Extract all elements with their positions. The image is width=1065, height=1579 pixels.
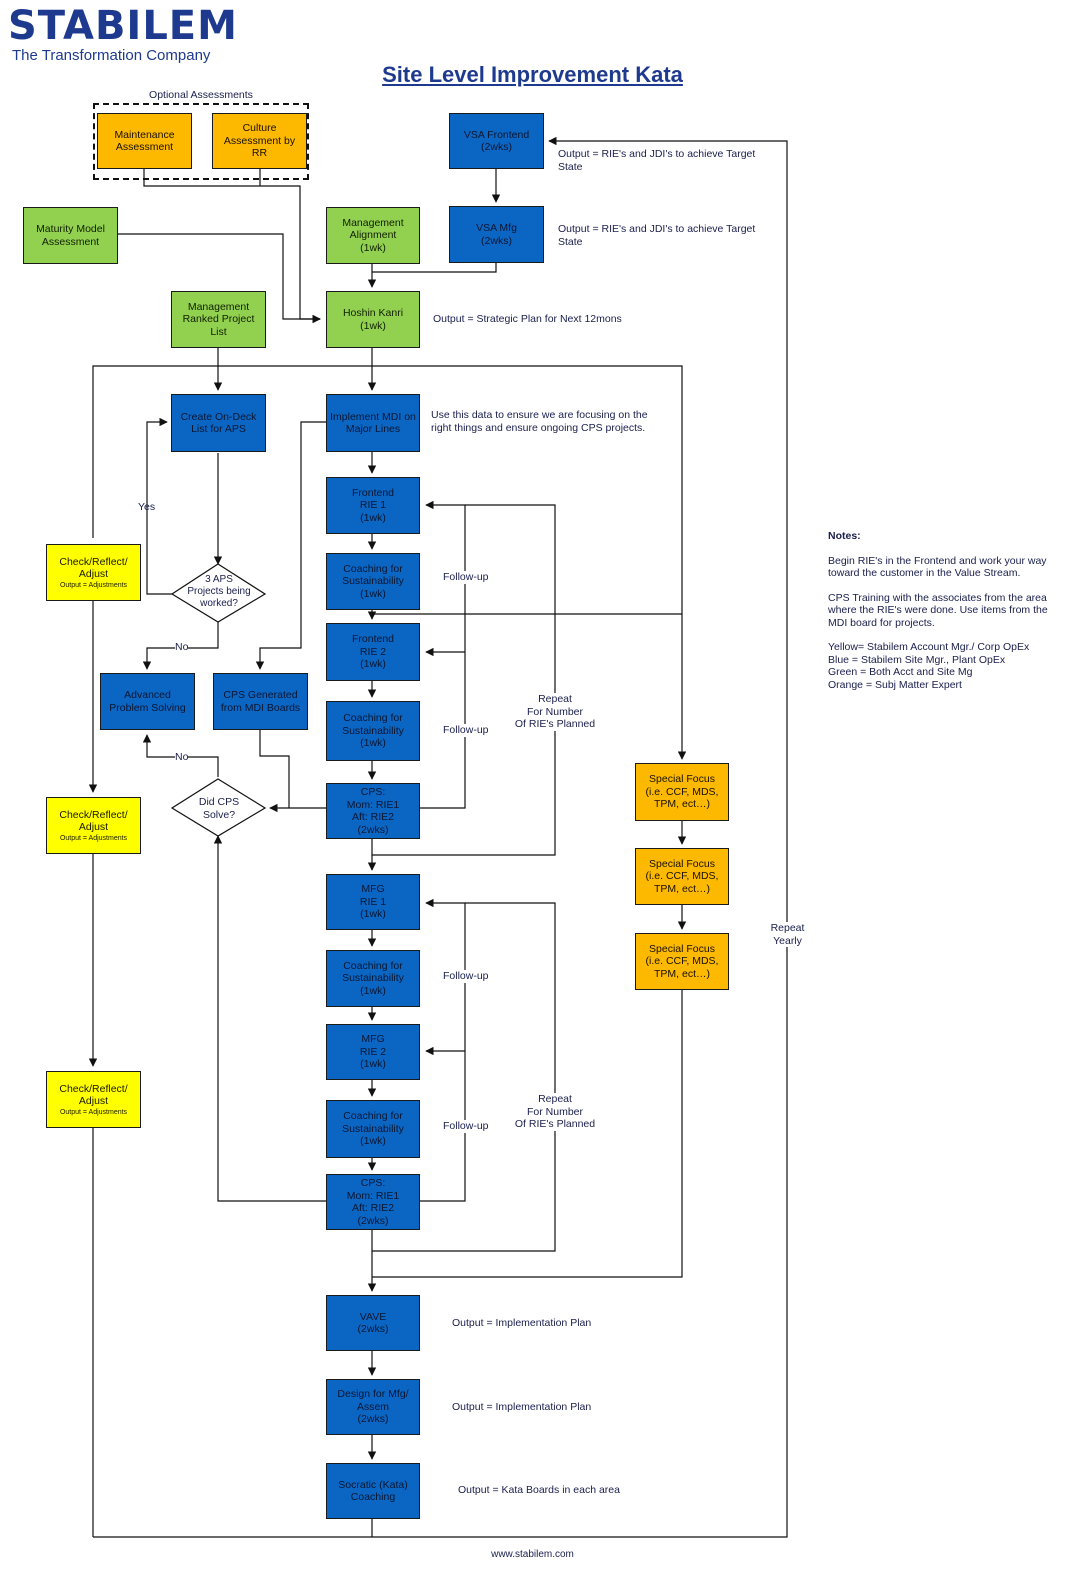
- coaching-sustainability-box-3: Coaching for Sustainability (1wk): [326, 950, 420, 1007]
- cps-generated-box: CPS Generated from MDI Boards: [213, 673, 308, 730]
- repeat-rie-label-1: Repeat For Number Of RIE's Planned: [505, 693, 605, 731]
- followup-label-1: Follow-up: [443, 571, 489, 584]
- followup-label-4: Follow-up: [443, 1120, 489, 1133]
- vave-box: VAVE (2wks): [326, 1295, 420, 1351]
- logo-wordmark: STABILEM: [8, 3, 238, 49]
- coaching-sustainability-box-2: Coaching for Sustainability (1wk): [326, 701, 420, 761]
- notes-color-legend: Yellow= Stabilem Account Mgr./ Corp OpEx…: [828, 641, 1030, 691]
- optional-assessments-label: Optional Assessments: [149, 89, 253, 101]
- check-sub-text: Output = Adjustments: [59, 1108, 128, 1116]
- create-on-deck-list-box: Create On-Deck List for APS: [171, 394, 266, 452]
- culture-assessment-box: Culture Assessment by RR: [212, 113, 307, 169]
- repeat-rie-label-2: Repeat For Number Of RIE's Planned: [505, 1093, 605, 1131]
- vsa-frontend-output-label: Output = RIE's and JDI's to achieve Targ…: [558, 148, 756, 173]
- special-focus-box-3: Special Focus (i.e. CCF, MDS, TPM, ect…): [635, 933, 729, 990]
- cps-box-2: CPS: Mom: RIE1 Aft: RIE2 (2wks): [326, 1174, 420, 1230]
- aps-decision-text: 3 APS Projects being worked?: [187, 574, 251, 609]
- hoshin-output-label: Output = Strategic Plan for Next 12mons: [433, 313, 622, 325]
- check-reflect-adjust-box-2: Check/Reflect/ Adjust Output = Adjustmen…: [46, 797, 141, 854]
- maintenance-assessment-box: Maintenance Assessment: [97, 113, 192, 169]
- cps-box-1: CPS: Mom: RIE1 Aft: RIE2 (2wks): [326, 783, 420, 839]
- yes-label: Yes: [138, 501, 156, 513]
- notes-paragraph-1: Begin RIE's in the Frontend and work you…: [828, 554, 1047, 580]
- vsa-mfg-box: VSA Mfg (2wks): [449, 206, 544, 263]
- check-main-text: Check/Reflect/ Adjust: [59, 555, 128, 581]
- logo-tagline: The Transformation Company: [12, 47, 211, 64]
- followup-label-2: Follow-up: [443, 724, 489, 737]
- check-sub-text: Output = Adjustments: [59, 581, 128, 589]
- special-focus-box-2: Special Focus (i.e. CCF, MDS, TPM, ect…): [635, 848, 729, 905]
- coaching-sustainability-box-4: Coaching for Sustainability (1wk): [326, 1100, 420, 1158]
- use-data-label: Use this data to ensure we are focusing …: [431, 409, 648, 434]
- implement-mdi-box: Implement MDI on Major Lines: [326, 394, 420, 452]
- no-label-aps: No: [175, 641, 189, 654]
- coaching-sustainability-box-1: Coaching for Sustainability (1wk): [326, 553, 420, 610]
- check-reflect-adjust-box-1: Check/Reflect/ Adjust Output = Adjustmen…: [46, 544, 141, 601]
- check-main-text: Check/Reflect/ Adjust: [59, 808, 128, 834]
- notes-panel: Notes: Begin RIE's in the Frontend and w…: [828, 530, 1058, 703]
- check-sub-text: Output = Adjustments: [59, 834, 128, 842]
- socratic-output-label: Output = Kata Boards in each area: [458, 1484, 620, 1496]
- mfg-rie2-box: MFG RIE 2 (1wk): [326, 1024, 420, 1080]
- optional-assessments-group: [93, 103, 309, 180]
- design-for-mfg-box: Design for Mfg/ Assem (2wks): [326, 1379, 420, 1435]
- management-ranked-project-list-box: Management Ranked Project List: [171, 291, 266, 348]
- socratic-coaching-box: Socratic (Kata) Coaching: [326, 1463, 420, 1519]
- notes-paragraph-2: CPS Training with the associates from th…: [828, 591, 1048, 629]
- advanced-problem-solving-box: Advanced Problem Solving: [100, 673, 195, 730]
- management-alignment-box: Management Alignment (1wk): [326, 207, 420, 264]
- hoshin-kanri-box: Hoshin Kanri (1wk): [326, 291, 420, 348]
- frontend-rie1-box: Frontend RIE 1 (1wk): [326, 477, 420, 534]
- special-focus-box-1: Special Focus (i.e. CCF, MDS, TPM, ect…): [635, 763, 729, 821]
- did-cps-decision-text: Did CPS Solve?: [198, 796, 240, 821]
- no-label-cps: No: [175, 751, 189, 764]
- page-title: Site Level Improvement Kata: [382, 62, 683, 87]
- maturity-model-assessment-box: Maturity Model Assessment: [23, 207, 118, 264]
- notes-heading: Notes:: [828, 530, 861, 542]
- mfg-rie1-box: MFG RIE 1 (1wk): [326, 874, 420, 930]
- vave-output-label: Output = Implementation Plan: [452, 1317, 592, 1329]
- repeat-yearly-label: Repeat Yearly: [760, 922, 815, 947]
- vsa-frontend-box: VSA Frontend (2wks): [449, 113, 544, 169]
- did-cps-decision-diamond: [170, 778, 267, 837]
- frontend-rie2-box: Frontend RIE 2 (1wk): [326, 623, 420, 681]
- check-reflect-adjust-box-3: Check/Reflect/ Adjust Output = Adjustmen…: [46, 1071, 141, 1128]
- stabilem-logo: STABILEM The Transformation Company: [8, 4, 238, 64]
- followup-label-3: Follow-up: [443, 970, 489, 983]
- check-main-text: Check/Reflect/ Adjust: [59, 1082, 128, 1108]
- footer-url: www.stabilem.com: [491, 1549, 574, 1560]
- vsa-mfg-output-label: Output = RIE's and JDI's to achieve Targ…: [558, 223, 756, 248]
- design-output-label: Output = Implementation Plan: [452, 1401, 592, 1413]
- aps-decision-diamond: [170, 563, 267, 623]
